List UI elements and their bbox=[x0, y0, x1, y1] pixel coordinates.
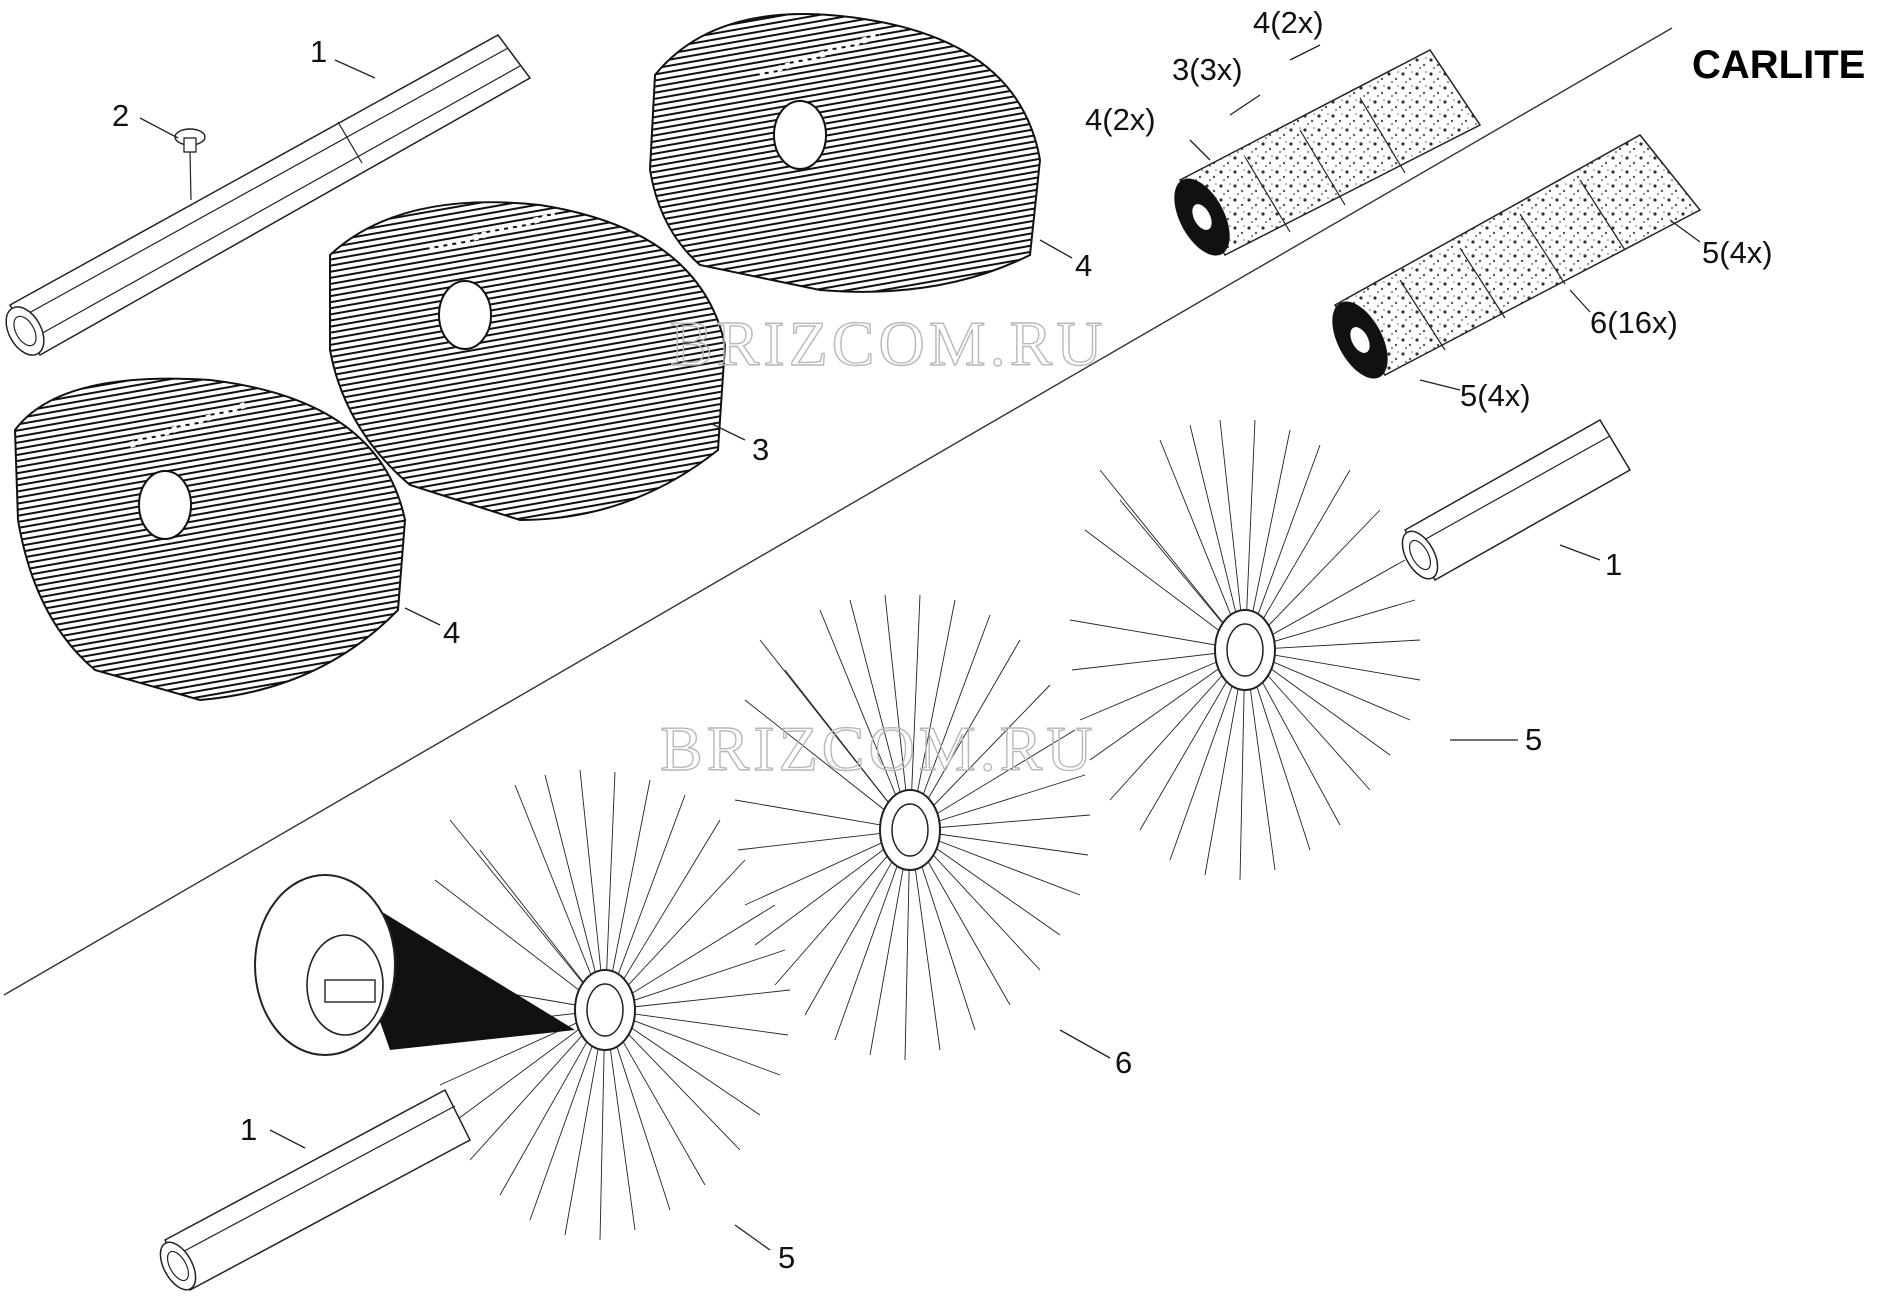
shaft-tube-bottom bbox=[159, 1088, 471, 1292]
callout-brush-segment: 3 bbox=[752, 432, 769, 467]
callout-shaft-bottom: 1 bbox=[240, 1112, 257, 1147]
detail-magnifier bbox=[254, 874, 575, 1056]
callout-roller-a-3: 3(3x) bbox=[1172, 52, 1243, 87]
brush-block-middle bbox=[329, 201, 727, 522]
watermark-upper: BRIZCOM.RU bbox=[670, 308, 1107, 379]
callout-roller-a-4-upper: 4(2x) bbox=[1253, 5, 1324, 40]
callout-brush-right: 4 bbox=[1075, 248, 1092, 283]
shaft-tube-top bbox=[5, 34, 532, 357]
callout-brush-disc-right: 5 bbox=[1525, 722, 1542, 757]
screw-part bbox=[174, 128, 206, 201]
brand-label: CARLITE bbox=[1692, 43, 1865, 87]
callout-roller-b-5-upper: 5(4x) bbox=[1702, 235, 1773, 270]
callout-roller-a-4-lower: 4(2x) bbox=[1085, 102, 1156, 137]
roller-assembly-a bbox=[1174, 49, 1482, 256]
separator-line bbox=[3, 27, 1673, 996]
callout-roller-b-6: 6(16x) bbox=[1590, 305, 1678, 340]
brush-disc-middle bbox=[734, 594, 1091, 1061]
callout-shaft-top: 1 bbox=[310, 34, 327, 69]
brush-block-left bbox=[13, 377, 407, 702]
callout-roller-b-5-lower: 5(4x) bbox=[1460, 378, 1531, 413]
callout-brush-disc-bottom: 5 bbox=[778, 1240, 795, 1275]
leader-lines bbox=[139, 44, 1701, 1251]
callout-brush-disc-middle: 6 bbox=[1115, 1045, 1132, 1080]
roller-assembly-b bbox=[1332, 134, 1702, 379]
brush-disc-bottom bbox=[429, 769, 791, 1241]
callout-brush-left: 4 bbox=[443, 615, 460, 650]
shaft-tube-right bbox=[1401, 418, 1632, 582]
brush-block-top-right bbox=[648, 13, 1042, 293]
callout-screw: 2 bbox=[112, 98, 129, 133]
watermark-lower: BRIZCOM.RU bbox=[660, 713, 1097, 784]
callout-shaft-right: 1 bbox=[1605, 547, 1622, 582]
brush-disc-right bbox=[1069, 419, 1421, 881]
